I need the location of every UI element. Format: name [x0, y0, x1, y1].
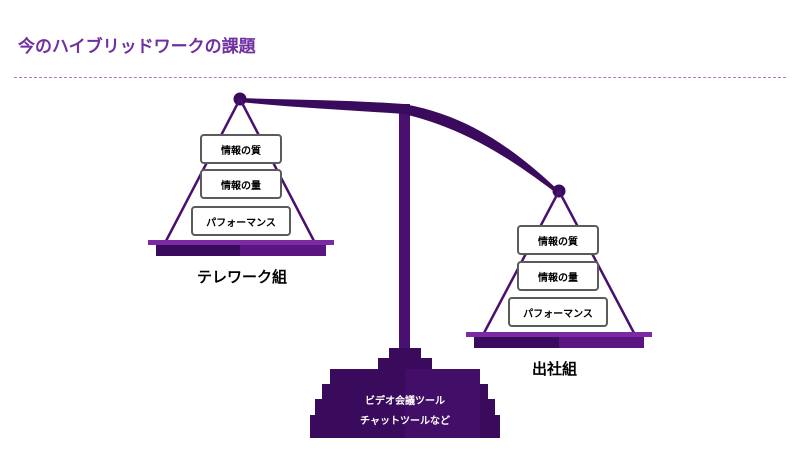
left-pan-top	[148, 240, 334, 245]
base-shade	[405, 369, 480, 438]
right-pan-label: 出社組	[532, 360, 578, 378]
right-box-quality: 情報の質	[517, 225, 599, 255]
right-box-quantity: 情報の量	[517, 261, 599, 291]
title-divider	[14, 77, 786, 78]
scale-pole	[399, 104, 410, 352]
page-title: 今のハイブリッドワークの課題	[18, 37, 256, 57]
left-pan-label: テレワーク組	[197, 268, 288, 286]
left-box-performance: パフォーマンス	[191, 206, 291, 236]
right-box-performance: パフォーマンス	[508, 297, 608, 327]
base-step-1	[389, 348, 421, 360]
left-box-quality: 情報の質	[200, 134, 282, 164]
scale-beam	[240, 98, 560, 196]
right-pan-shade	[559, 337, 644, 348]
left-box-quantity: 情報の量	[200, 169, 282, 199]
right-pan-top	[466, 332, 652, 337]
base-step-2	[378, 358, 432, 370]
base-text-line1: ビデオ会議ツール	[365, 396, 445, 407]
base-text-line2: チャットツールなど	[360, 416, 450, 427]
left-pan-shade	[240, 245, 326, 256]
